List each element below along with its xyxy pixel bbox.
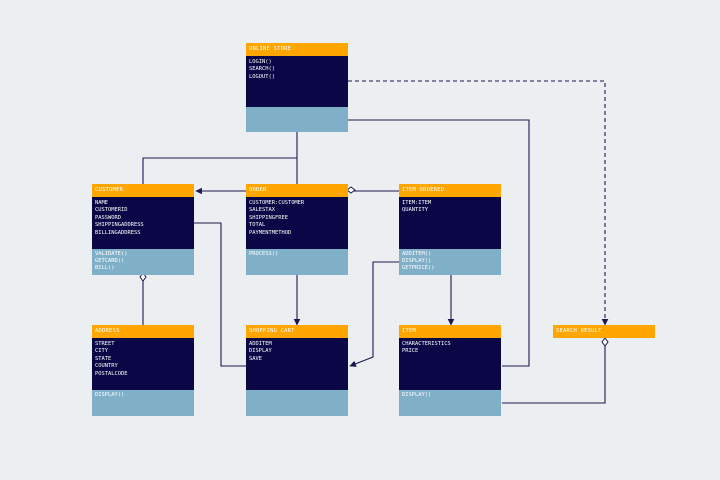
class-attribute: PRICE	[402, 348, 419, 355]
class-attribute: PAYMENTMETHOD	[249, 229, 292, 236]
class-attribute: CUSTOMER:CUSTOMER	[249, 200, 305, 206]
class-operation: VALIDATE()	[95, 251, 128, 257]
class-attribute: LOGOUT()	[249, 73, 275, 80]
class-name: ADDRESS	[92, 325, 194, 338]
class-attribute: QUANTITY	[402, 207, 428, 214]
class-attribute: SHIPPINGADDRESS	[95, 222, 144, 229]
class-operation: DISPLAY()	[95, 392, 125, 398]
class-name: ONLINE STORE	[246, 43, 348, 56]
class-attribute: CHARACTERISTICS	[402, 341, 451, 347]
class-attribute: SAVE	[249, 355, 262, 362]
class-operation: GETPRICE()	[402, 265, 435, 272]
class-operation: GETCARD()	[95, 258, 125, 265]
aggregation-diamond-searchresult	[601, 337, 609, 347]
connector-store-searchresult	[348, 80, 609, 326]
class-name: ITEM	[399, 325, 501, 338]
class-attribute: ITEM:ITEM	[402, 200, 432, 206]
class-attribute: STREET	[95, 341, 115, 347]
class-name: SEARCH RESULT	[553, 325, 655, 338]
class-attribute: SALESTAX	[249, 207, 275, 214]
class-name: SHOPPING CART	[246, 325, 348, 338]
connector-store-customer	[142, 132, 298, 184]
connector-item-searchresult	[502, 345, 606, 404]
class-attribute: COUNTRY	[95, 363, 118, 370]
class-operations	[246, 390, 348, 416]
class-attribute: SHIPPINGFREE	[249, 214, 288, 221]
connector-store-item	[348, 119, 530, 367]
class-attribute: STATE	[95, 355, 112, 362]
class-operations: PROCESS()	[246, 249, 348, 275]
class-attribute: TOTAL	[249, 222, 266, 229]
class-operation: DISPLAY()	[402, 392, 432, 398]
class-name: ITEM ORDERED	[399, 184, 501, 197]
class-attribute: PASSWORD	[95, 214, 121, 221]
class-attributes: LOGIN()SEARCH()LOGOUT()	[246, 56, 348, 107]
class-operations: DISPLAY()	[92, 390, 194, 416]
class-attribute: CITY	[95, 348, 108, 355]
class-attribute: DISPLAY	[249, 348, 272, 355]
class-attribute: SEARCH()	[249, 66, 275, 73]
class-name: CUSTOMER	[92, 184, 194, 197]
class-operations: ADDITEM()DISPLAY()GETPRICE()	[399, 249, 501, 275]
class-attribute: CUSTOMERID	[95, 207, 128, 214]
class-operation: ADDITEM()	[402, 251, 432, 257]
class-name: ORDER	[246, 184, 348, 197]
class-operations	[246, 107, 348, 132]
class-operations: DISPLAY()	[399, 390, 501, 416]
aggregation-diamond-order	[346, 186, 356, 194]
class-operation: BILL()	[95, 265, 115, 272]
class-attribute: NAME	[95, 200, 108, 206]
class-attribute: ADDITEM	[249, 341, 272, 347]
class-operation: PROCESS()	[249, 251, 279, 257]
class-search-result[interactable]: SEARCH RESULT	[553, 325, 655, 338]
connector-itemordered-cart	[349, 261, 399, 367]
class-online-store[interactable]: ONLINE STORE LOGIN()SEARCH()LOGOUT()	[246, 43, 348, 132]
class-attribute: BILLINGADDRESS	[95, 229, 141, 236]
class-operations: VALIDATE()GETCARD()BILL()	[92, 249, 194, 275]
connector-customer-cart	[194, 222, 246, 367]
class-operation: DISPLAY()	[402, 258, 432, 265]
class-attribute: POSTALCODE	[95, 370, 128, 377]
aggregation-diamond-customer	[139, 272, 147, 282]
class-attribute: LOGIN()	[249, 59, 272, 65]
